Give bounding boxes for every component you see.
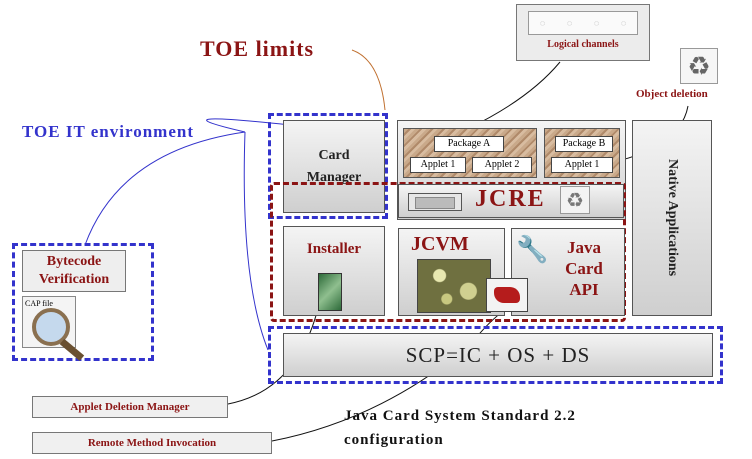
- java-card-api-box: 🔧 Java Card API: [511, 228, 625, 316]
- magnifier-icon: CAP file: [22, 296, 94, 361]
- bytecode-verification-label: Bytecode Verification: [22, 250, 126, 292]
- jcvm-label: JCVM: [411, 233, 469, 255]
- package-a-applet-2: Applet 2: [472, 157, 532, 173]
- package-a: Package A Applet 1 Applet 2: [403, 128, 537, 178]
- card-manager-box: Card Manager: [283, 120, 385, 213]
- logical-channels-label: Logical channels: [547, 39, 619, 50]
- jcvm-box: JCVM: [398, 228, 505, 316]
- jcvm-texture-icon: [417, 259, 491, 313]
- toe-it-environment-label: TOE IT environment: [22, 122, 194, 141]
- remote-method-invocation-label: Remote Method Invocation: [32, 432, 272, 454]
- jcre-channel-icon: [408, 193, 462, 211]
- logical-channels-box: ◌◌◌◌ Logical channels: [516, 4, 650, 61]
- package-b-applet-1: Applet 1: [551, 157, 613, 173]
- scp-label: SCP=IC + OS + DS: [405, 342, 591, 367]
- package-b: Package B Applet 1: [544, 128, 620, 178]
- toe-limits-label: TOE limits: [200, 36, 315, 61]
- installer-icon: [318, 273, 342, 311]
- native-applications-box: Native Applications: [632, 120, 712, 316]
- scp-box: SCP=IC + OS + DS: [283, 333, 713, 377]
- installer-box: Installer: [283, 226, 385, 316]
- java-card-api-label: Java Card API: [565, 238, 603, 299]
- jcre-recycle-icon: ♻: [560, 186, 590, 214]
- card-manager-label: Card Manager: [306, 147, 362, 185]
- diagram-caption: Java Card System Standard 2.2 configurat…: [344, 408, 576, 448]
- package-a-label: Package A: [434, 136, 504, 152]
- card-manager-it-boundary: [268, 113, 388, 219]
- channels-icon: ◌◌◌◌: [528, 11, 638, 35]
- scp-it-boundary: [268, 326, 723, 384]
- rmi-device-icon: [486, 278, 528, 312]
- installer-label: Installer: [306, 241, 362, 257]
- jcre-label: JCRE: [475, 186, 546, 212]
- applet-deletion-manager-label: Applet Deletion Manager: [32, 396, 228, 418]
- package-b-label: Package B: [555, 136, 613, 152]
- native-applications-label: Native Applications: [665, 159, 680, 277]
- recycle-icon: ♻: [680, 48, 718, 84]
- bytecode-verification-boundary: [12, 243, 154, 361]
- object-deletion-label: Object deletion: [636, 88, 708, 100]
- package-a-applet-1: Applet 1: [410, 157, 466, 173]
- cap-file-label: CAP file: [25, 299, 53, 308]
- tools-icon: 🔧: [516, 235, 549, 264]
